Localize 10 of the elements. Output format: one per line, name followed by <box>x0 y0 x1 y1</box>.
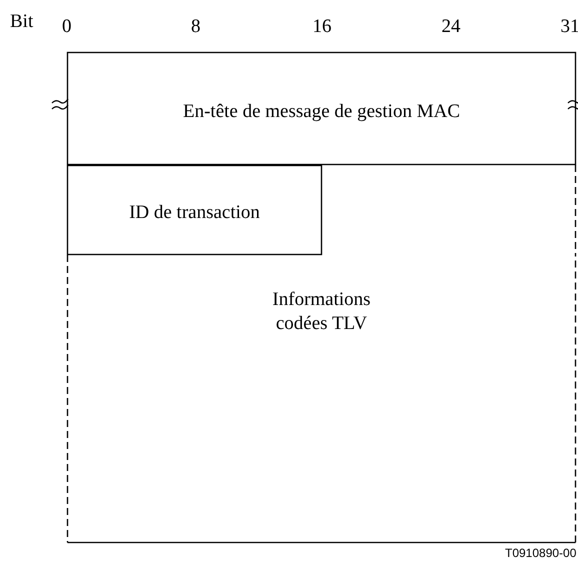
bit-number: 24 <box>442 17 460 36</box>
header-field: En-tête de message de gestion MAC <box>67 52 576 165</box>
axis-caption: Bit <box>10 12 34 31</box>
bit-number: 0 <box>62 17 72 36</box>
bit-number: 31 <box>560 17 578 36</box>
bit-number: 16 <box>312 17 332 36</box>
bit-number: 8 <box>191 17 200 36</box>
field-box: ID de transaction <box>67 165 322 255</box>
data-field: Informations codées TLV <box>67 255 576 543</box>
figure-id: T0910890-00 <box>505 547 576 559</box>
